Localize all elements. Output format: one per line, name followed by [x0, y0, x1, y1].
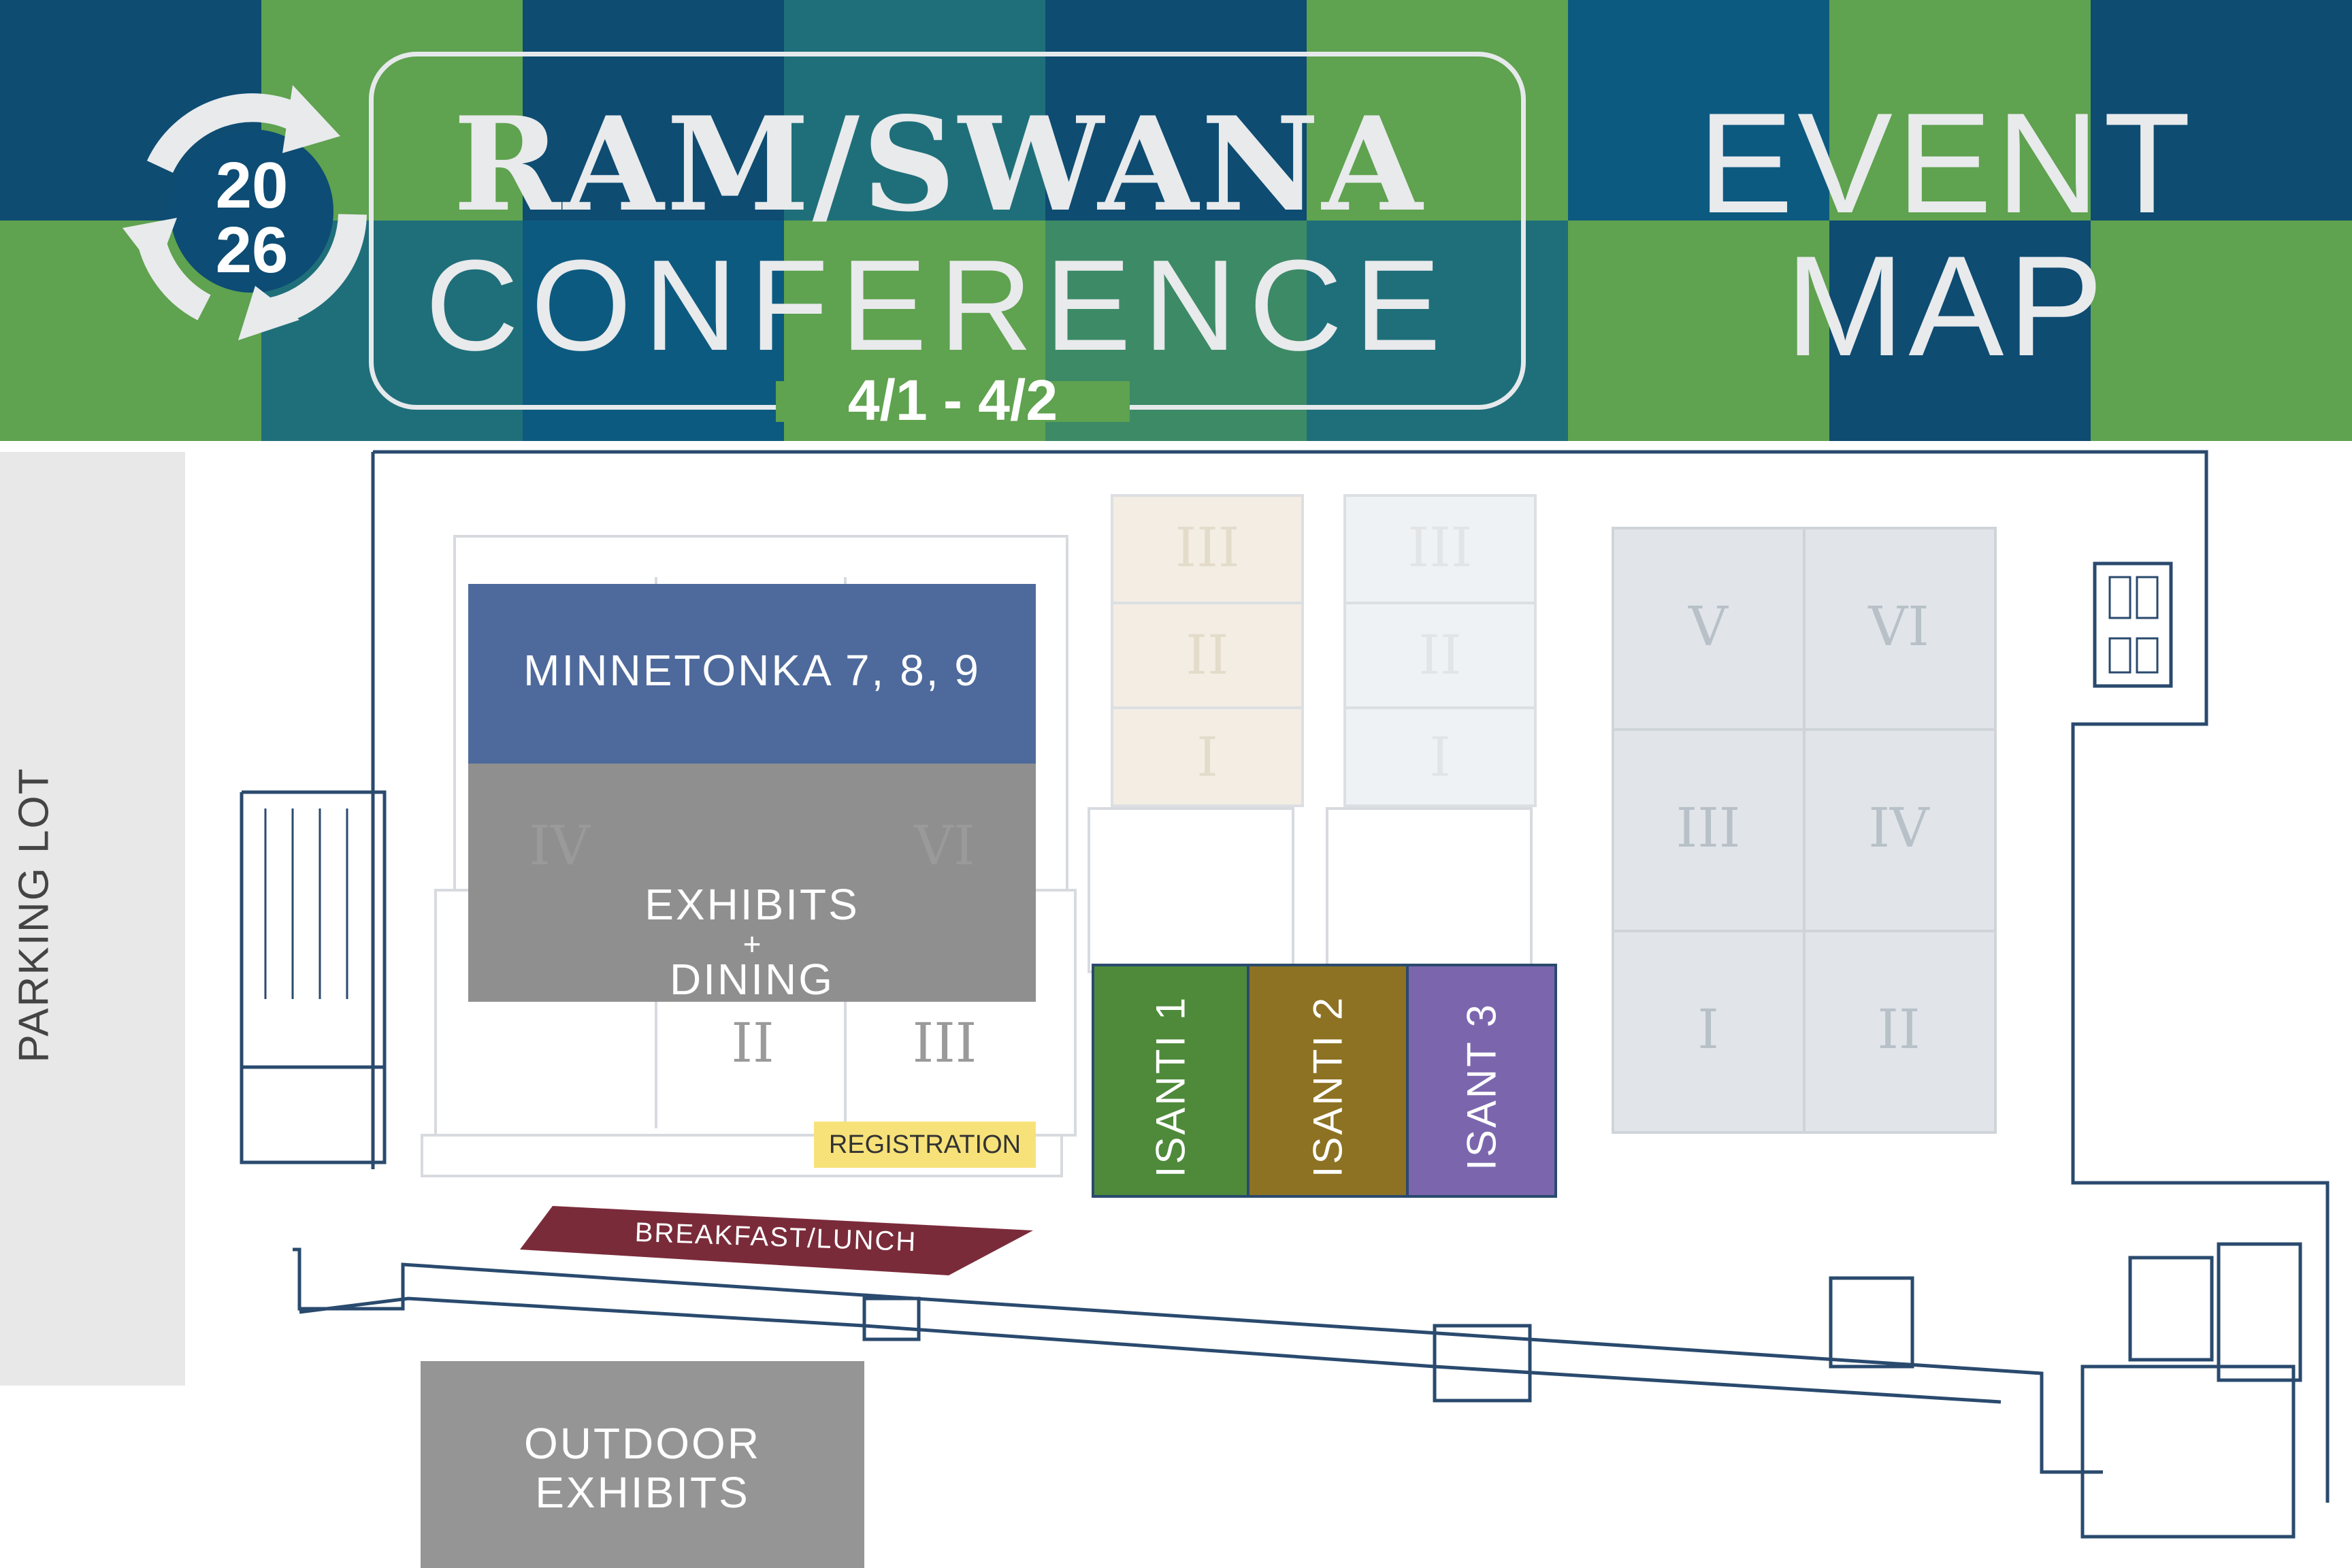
background-tile — [1829, 220, 2091, 441]
ballroom-numeral: VI — [1868, 595, 1929, 658]
ballroom-rooms — [1612, 527, 1997, 1134]
outdoor-exhibits-area — [421, 1361, 864, 1568]
registration-area — [814, 1122, 1036, 1168]
ballroom-numeral: I — [1697, 998, 1719, 1061]
ballroom-numeral: II — [1877, 998, 1921, 1061]
light-room-numeral: II — [1418, 623, 1462, 687]
logo-year-top: 20 — [215, 149, 289, 222]
page-title-line-2: MAP — [1785, 226, 2108, 386]
page-title-line-1: EVENT — [1697, 83, 2195, 243]
exhibits-faint-numeral: III — [912, 1011, 977, 1075]
outdoor-exhibits-label-line-1: OUTDOOR — [523, 1419, 762, 1468]
background-tile — [1568, 220, 1829, 441]
exhibits-label-line-1: EXHIBITS — [644, 880, 860, 929]
exhibits-label-line-2: DINING — [670, 955, 834, 1004]
background-tile — [2091, 0, 2352, 220]
minnetonka-label: MINNETONKA 7, 8, 9 — [523, 646, 981, 695]
parking-lot-label: PARKING LOT — [10, 767, 58, 1063]
logo-frame-gap — [776, 381, 1130, 422]
event-dates: 4/1 - 4/2 — [847, 368, 1058, 432]
exhibits-faint-numeral: II — [731, 1011, 774, 1075]
exhibits-label-plus: + — [742, 926, 762, 962]
light-room-numeral: III — [1407, 516, 1473, 579]
tan-room-numeral: III — [1175, 516, 1240, 579]
ballroom-numeral: III — [1676, 796, 1741, 860]
isanti-3-label: ISANT 3 — [1458, 1002, 1505, 1171]
tan-room-numeral: I — [1196, 725, 1218, 789]
exhibits-faint-numeral: IV — [529, 814, 590, 877]
header-banner: 20 26 RAM/SWANA CONFERENCE 4/1 - 4/2 EVE… — [0, 0, 2352, 441]
breakfast-lunch-area — [520, 1206, 1033, 1275]
ballroom-numeral: V — [1688, 595, 1728, 658]
minnetonka-room — [468, 584, 1036, 764]
background-tile — [523, 0, 784, 220]
tan-room-numeral: II — [1186, 623, 1229, 687]
floor-map: PARKING LOT MINNETONKA 7, 8, 9 EXHIBITS … — [0, 441, 2352, 1568]
stair-details — [264, 576, 2159, 999]
isanti-2-room — [1247, 964, 1409, 1198]
isanti-2-label: ISANTI 2 — [1305, 995, 1351, 1178]
building-outline — [240, 450, 2330, 1539]
recycle-arrows-icon — [122, 85, 367, 340]
floor-plan-drawing — [0, 450, 2330, 1568]
isanti-1-label: ISANTI 1 — [1147, 995, 1194, 1178]
background-tile — [1829, 0, 2091, 220]
background-tile — [1568, 0, 1829, 220]
isanti-1-room — [1092, 964, 1250, 1198]
registration-label: REGISTRATION — [828, 1130, 1022, 1159]
outdoor-exhibits-label-line-2: EXHIBITS — [535, 1468, 750, 1517]
logo-title: RAM/SWANA — [453, 88, 1425, 240]
tan-wing-rooms — [1111, 494, 1304, 807]
parking-lot-area — [0, 452, 185, 1386]
ballroom-numeral: IV — [1868, 796, 1929, 860]
logo-subtitle: CONFERENCE — [425, 233, 1454, 378]
background-tile — [784, 0, 1045, 220]
background-tile — [523, 220, 784, 441]
background-tile — [1045, 0, 1307, 220]
exhibits-faint-numeral: VI — [914, 814, 975, 877]
light-wing-rooms — [1343, 494, 1537, 807]
isanti-3-room — [1406, 964, 1557, 1198]
logo-year-bottom: 26 — [215, 214, 289, 287]
background-tile — [2091, 220, 2352, 441]
light-room-numeral: I — [1429, 725, 1451, 789]
